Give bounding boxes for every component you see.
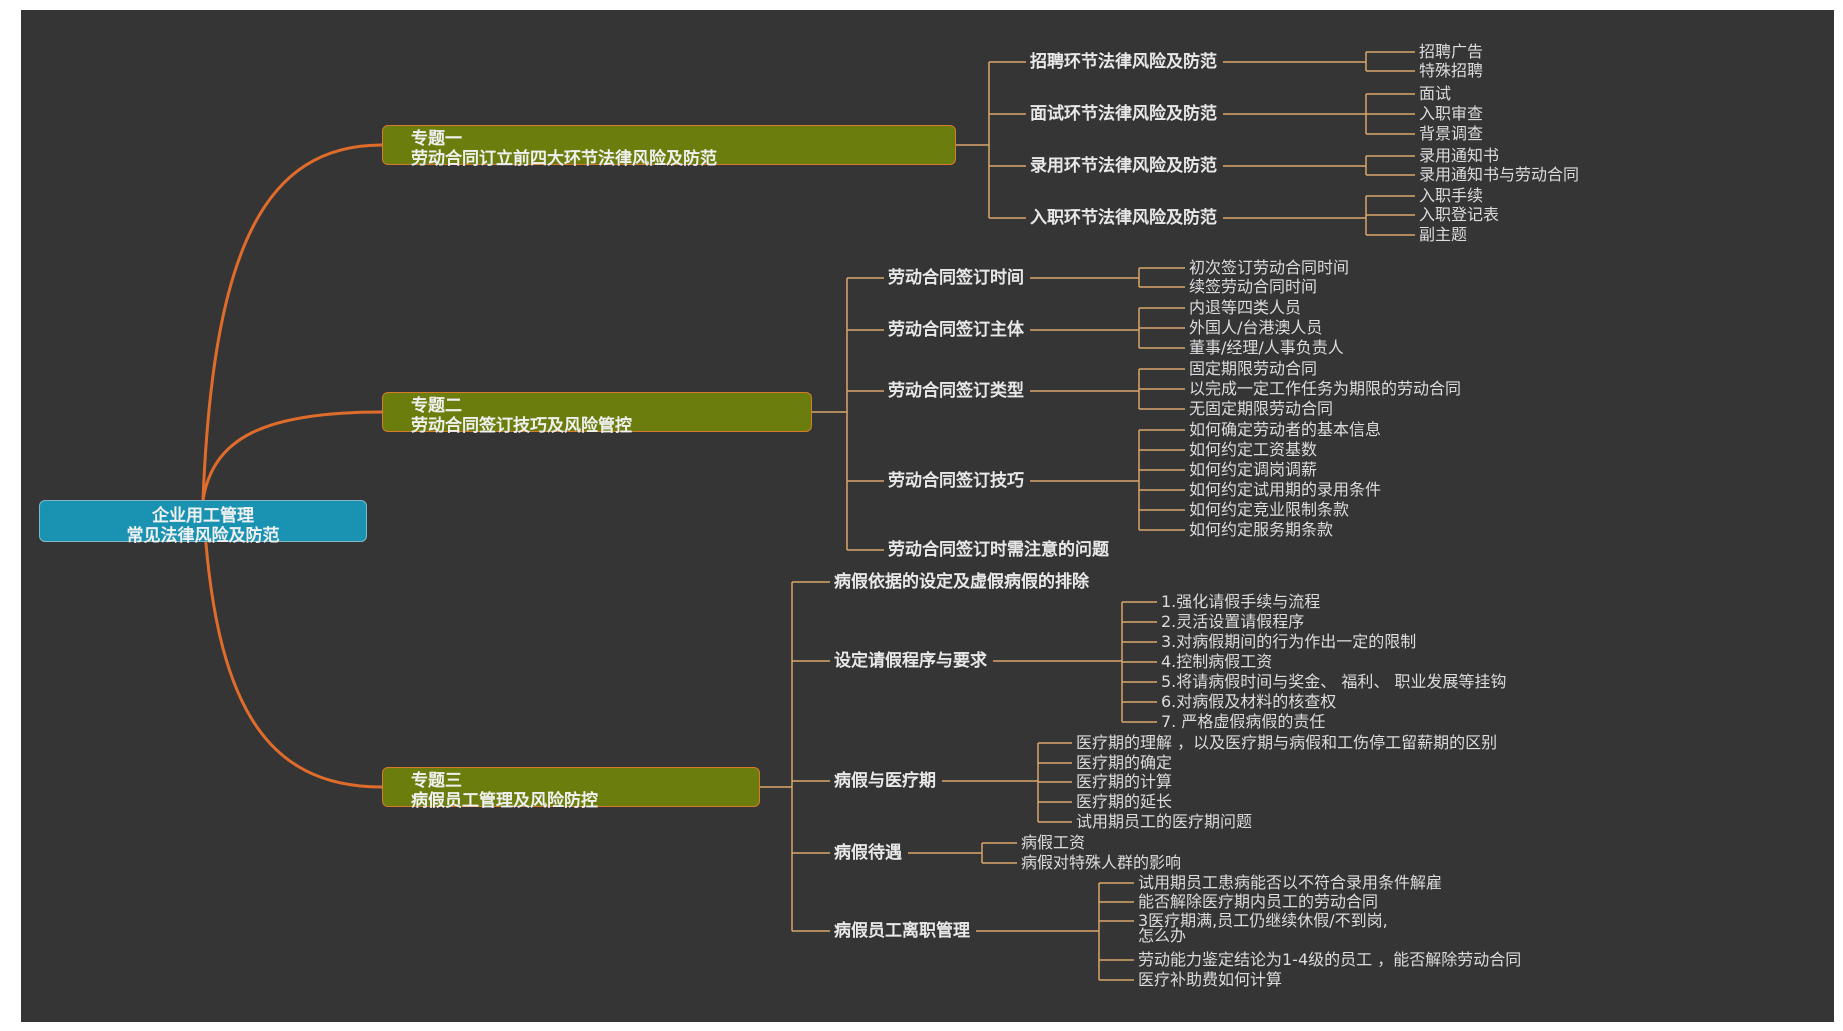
branch-2-node: 专题二劳动合同签订技巧及风险管控 (382, 392, 812, 436)
leaf-3-2-6: 6.对病假及材料的核查权 (1161, 692, 1337, 711)
root-curve-1 (201, 143, 383, 501)
leaf-3-5-1: 试用期员工患病能否以不符合录用条件解雇 (1138, 873, 1443, 892)
branch-3-node-line2: 病假员工管理及风险防控 (411, 791, 598, 811)
leaf-2-4-1: 如何确定劳动者的基本信息 (1189, 420, 1382, 439)
leaf-2-3-2: 以完成一定工作任务为期限的劳动合同 (1189, 379, 1462, 398)
topic-3-1: 病假依据的设定及虚假病假的排除 (834, 572, 1089, 592)
leaf-2-3-1: 固定期限劳动合同 (1189, 359, 1318, 378)
branch-2-node-line2: 劳动合同签订技巧及风险管控 (411, 416, 632, 436)
topic-1-4: 入职环节法律风险及防范 (1030, 208, 1217, 228)
topic-2-4: 劳动合同签订技巧 (888, 471, 1024, 491)
leaf-3-3-1: 医疗期的理解 ，以及医疗期与病假和工伤停工留薪期的区别 (1076, 733, 1498, 752)
leaf-2-4-6: 如何约定服务期条款 (1189, 520, 1334, 539)
leaf-3-3-3: 医疗期的计算 (1076, 772, 1173, 791)
leaf-3-4-1: 病假工资 (1021, 833, 1086, 852)
leaf-1-3-2: 录用通知书与劳动合同 (1419, 165, 1580, 184)
leaf-3-2-2: 2.灵活设置请假程序 (1161, 612, 1305, 631)
root-node-line2: 常见法律风险及防范 (126, 526, 280, 546)
branch-1-node-line1: 专题一 (411, 129, 462, 149)
leaf-3-3-5: 试用期员工的医疗期问题 (1076, 812, 1253, 831)
connector-lines (201, 51, 1415, 981)
leaf-2-2-3: 董事/经理/人事负责人 (1189, 338, 1344, 357)
branch-1-node: 专题一劳动合同订立前四大环节法律风险及防范 (382, 125, 956, 169)
leaf-3-2-7: 7. 严格虚假病假的责任 (1161, 712, 1326, 731)
topic-2-1: 劳动合同签订时间 (888, 268, 1024, 288)
topic-1-3: 录用环节法律风险及防范 (1030, 156, 1217, 176)
branch-3-node: 专题三病假员工管理及风险防控 (382, 767, 760, 811)
leaf-1-1-1: 招聘广告 (1419, 42, 1484, 61)
topic-3-5: 病假员工离职管理 (834, 921, 970, 941)
leaf-3-5-2: 能否解除医疗期内员工的劳动合同 (1138, 892, 1379, 911)
leaf-3-5-5: 劳动能力鉴定结论为1-4级的员工 ，能否解除劳动合同 (1138, 950, 1522, 969)
leaf-3-2-3: 3.对病假期间的行为作出一定的限制 (1161, 632, 1417, 651)
leaf-2-4-2: 如何约定工资基数 (1189, 440, 1318, 459)
leaf-2-1-1: 初次签订劳动合同时间 (1189, 258, 1350, 277)
mindmap-canvas: 企业用工管理常见法律风险及防范 专题一劳动合同订立前四大环节法律风险及防范 招聘环节… (21, 10, 1834, 1022)
topic-1-1: 招聘环节法律风险及防范 (1030, 52, 1217, 72)
leaf-1-3-1: 录用通知书 (1419, 146, 1500, 165)
root-node-line1: 企业用工管理 (152, 506, 254, 526)
leaf-3-2-5: 5.将请病假时间与奖金、 福利、 职业发展等挂钩 (1161, 672, 1507, 691)
leaf-3-2-4: 4.控制病假工资 (1161, 652, 1273, 671)
leaf-2-4-3: 如何约定调岗调薪 (1189, 460, 1318, 479)
leaf-2-3-3: 无固定期限劳动合同 (1189, 399, 1334, 418)
topic-2-5: 劳动合同签订时需注意的问题 (888, 540, 1109, 560)
leaf-3-5-4: 怎么办 (1138, 926, 1187, 945)
leaf-2-4-4: 如何约定试用期的录用条件 (1189, 480, 1382, 499)
leaf-1-4-1: 入职手续 (1419, 186, 1484, 205)
branch-2-node-line1: 专题二 (411, 396, 462, 416)
leaf-3-5-3: 3医疗期满,员工仍继续休假/不到岗, (1138, 911, 1388, 930)
leaf-2-2-2: 外国人/台港澳人员 (1189, 318, 1323, 337)
leaf-1-4-3: 副主题 (1419, 225, 1468, 244)
topic-2-3: 劳动合同签订类型 (888, 381, 1024, 401)
topic-3-3: 病假与医疗期 (834, 771, 936, 791)
branch-3-node-line1: 专题三 (411, 771, 462, 791)
leaf-1-4-2: 入职登记表 (1419, 205, 1500, 224)
root-node: 企业用工管理常见法律风险及防范 (39, 500, 367, 546)
leaf-1-2-2: 入职审查 (1419, 104, 1484, 123)
leaf-2-2-1: 内退等四类人员 (1189, 298, 1302, 317)
leaf-1-2-3: 背景调查 (1419, 124, 1484, 143)
root-curve-3 (201, 499, 383, 789)
leaf-2-4-5: 如何约定竞业限制条款 (1189, 500, 1350, 519)
branch-1-node-line2: 劳动合同订立前四大环节法律风险及防范 (411, 149, 717, 169)
leaf-3-3-2: 医疗期的确定 (1076, 753, 1173, 772)
leaf-1-1-2: 特殊招聘 (1419, 61, 1484, 80)
leaf-1-2-1: 面试 (1419, 84, 1452, 103)
leaf-3-4-2: 病假对特殊人群的影响 (1021, 853, 1182, 872)
topic-3-4: 病假待遇 (834, 843, 902, 863)
leaf-2-1-2: 续签劳动合同时间 (1189, 277, 1318, 296)
leaf-3-3-4: 医疗期的延长 (1076, 792, 1173, 811)
root-curve-2 (201, 410, 383, 501)
leaf-3-2-1: 1.强化请假手续与流程 (1161, 592, 1321, 611)
topic-1-2: 面试环节法律风险及防范 (1030, 104, 1217, 124)
topic-2-2: 劳动合同签订主体 (888, 320, 1024, 340)
topic-3-2: 设定请假程序与要求 (834, 651, 987, 671)
leaf-3-5-6: 医疗补助费如何计算 (1138, 970, 1283, 989)
